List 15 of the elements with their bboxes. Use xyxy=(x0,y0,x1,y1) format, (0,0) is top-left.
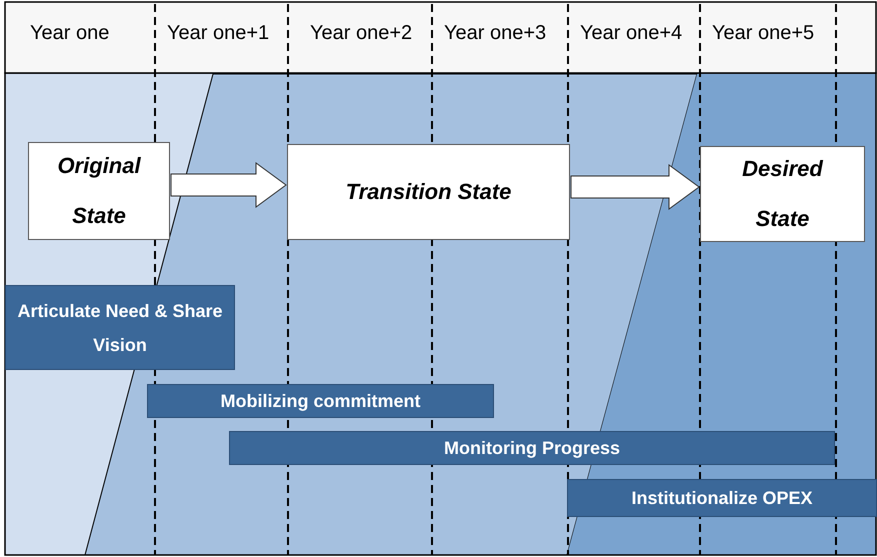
state-box: Original State xyxy=(28,142,170,240)
activity-bar: Articulate Need & Share Vision xyxy=(5,285,235,370)
state-box: Desired State xyxy=(700,146,865,242)
block-arrow xyxy=(570,164,700,210)
year-label: Year one+3 xyxy=(444,22,546,45)
year-label: Year one+2 xyxy=(310,22,412,45)
year-label: Year one xyxy=(30,22,110,45)
activity-bar: Institutionalize OPEX xyxy=(567,479,877,517)
activity-bar: Mobilizing commitment xyxy=(147,384,494,418)
state-box: Transition State xyxy=(287,144,570,240)
activity-bar: Monitoring Progress xyxy=(229,431,835,465)
year-label: Year one+5 xyxy=(712,22,814,45)
block-arrow xyxy=(170,162,287,208)
year-label: Year one+4 xyxy=(580,22,682,45)
year-label: Year one+1 xyxy=(167,22,270,45)
